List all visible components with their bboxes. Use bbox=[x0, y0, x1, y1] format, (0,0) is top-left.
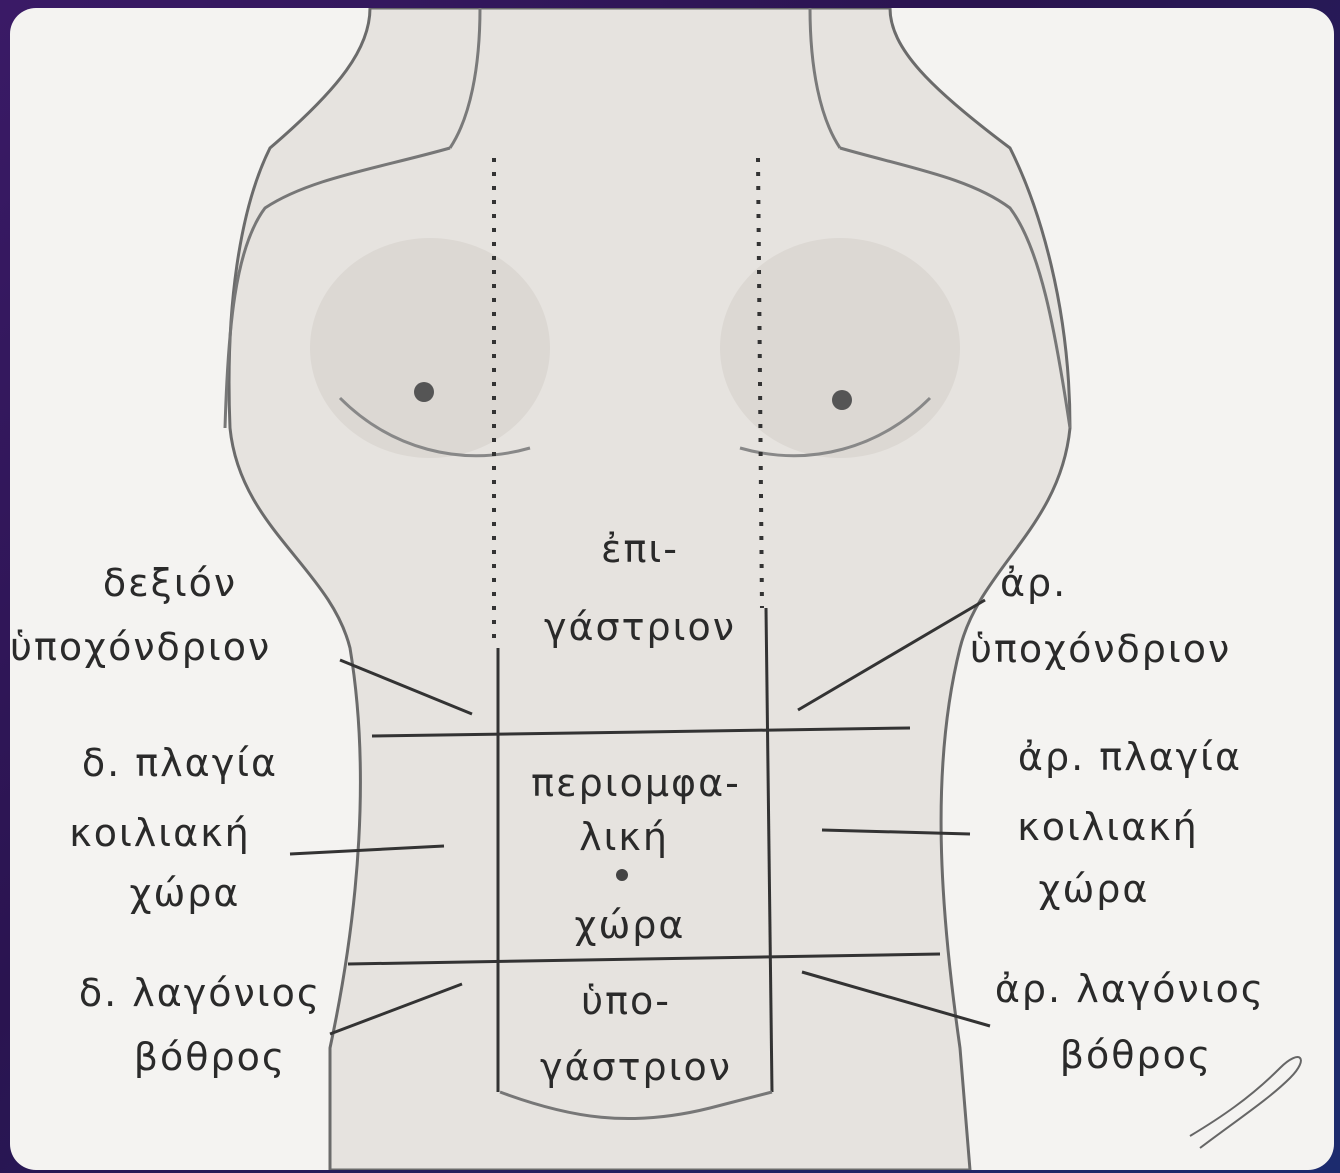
umbilical-label-1: περιομφα- bbox=[531, 764, 741, 802]
left-nipple bbox=[832, 390, 852, 410]
right-lumbar-label-3: χώρα bbox=[130, 874, 241, 912]
left-lumbar-label-1: ἀρ. πλαγία bbox=[1018, 738, 1242, 776]
epigastric-label-1: ἐπι- bbox=[601, 530, 679, 568]
right-lumbar-label-2: κοιλιακή bbox=[69, 814, 250, 852]
left-lumbar-label-2: κοιλιακή bbox=[1017, 808, 1198, 846]
navel bbox=[616, 869, 628, 881]
right-iliac-label-1: δ. λαγόνιος bbox=[79, 974, 321, 1012]
left-iliac-label-1: ἀρ. λαγόνιος bbox=[995, 970, 1265, 1008]
right-nipple bbox=[414, 382, 434, 402]
left-lumbar-label-3: χώρα bbox=[1039, 870, 1150, 908]
right-iliac-label-2: βόθρος bbox=[134, 1038, 286, 1076]
right-pectoral bbox=[310, 238, 550, 458]
umbilical-label-2: λική bbox=[579, 818, 669, 856]
right-hypochondriac-label-1: δεξιόν bbox=[103, 564, 237, 602]
left-pectoral bbox=[720, 238, 960, 458]
epigastric-label-2: γάστριον bbox=[544, 608, 736, 646]
right-hypochondriac-label-2: ὑποχόνδριον bbox=[10, 628, 271, 666]
left-iliac-label-2: βόθρος bbox=[1060, 1036, 1212, 1074]
right-lumbar-label-1: δ. πλαγία bbox=[82, 744, 278, 782]
left-hypochondriac-label-1: ἀρ. bbox=[1000, 564, 1067, 602]
hypogastric-label-2: γάστριον bbox=[540, 1048, 732, 1086]
image-card: ἐπι- γάστριον δεξιόν ὑποχόνδριον ἀρ. ὑπο… bbox=[10, 8, 1334, 1170]
hypogastric-label-1: ὑπο- bbox=[581, 982, 671, 1020]
umbilical-label-3: χώρα bbox=[575, 906, 686, 944]
left-hypochondriac-label-2: ὑποχόνδριον bbox=[970, 630, 1231, 668]
